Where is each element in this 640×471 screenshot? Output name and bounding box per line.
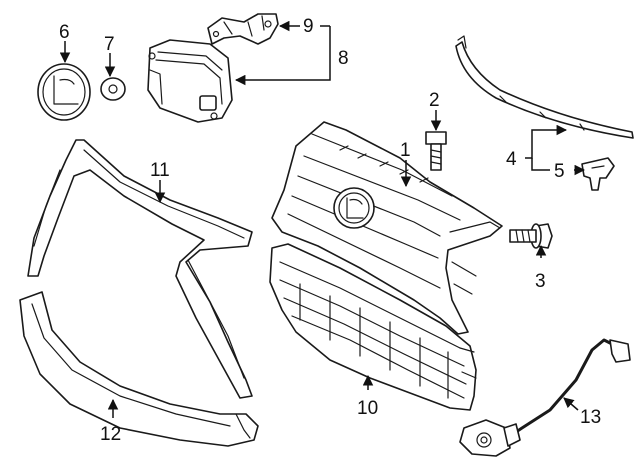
- callout-4: 4: [506, 149, 517, 170]
- washer-part: [100, 77, 126, 101]
- callout-5: 5: [554, 161, 565, 182]
- upper-grille-part: [271, 121, 503, 335]
- bolt-part: [425, 131, 447, 171]
- lower-molding-part: [19, 291, 259, 447]
- leader-4b: [531, 158, 550, 171]
- callout-13: 13: [580, 407, 601, 428]
- sensor-bracket-part: [207, 13, 279, 45]
- leader-4: [525, 124, 568, 159]
- lower-grille-part: [269, 243, 477, 411]
- leader-8: [234, 26, 331, 86]
- callout-1: 1: [400, 140, 411, 161]
- callout-11: 11: [150, 160, 170, 181]
- callout-12: 12: [100, 424, 121, 445]
- frame-molding-part: [27, 139, 253, 399]
- callout-labels: 1 2 3 4 5 6 7 8 9 10 11 12 13: [59, 16, 601, 445]
- callout-7: 7: [104, 34, 115, 55]
- screw-part: [509, 223, 553, 249]
- callout-10: 10: [357, 398, 378, 419]
- callout-2: 2: [429, 90, 440, 111]
- emblem-part: [37, 63, 91, 121]
- harness-part: [459, 338, 631, 457]
- callout-leaders: [59, 20, 586, 418]
- callout-6: 6: [59, 22, 70, 43]
- callout-8: 8: [338, 48, 349, 69]
- callout-3: 3: [535, 271, 546, 292]
- sensor-module-part: [147, 39, 233, 123]
- leader-13: [563, 397, 579, 411]
- clip-part: [581, 157, 615, 191]
- molding-strip-part: [455, 35, 634, 139]
- callout-9: 9: [303, 16, 314, 37]
